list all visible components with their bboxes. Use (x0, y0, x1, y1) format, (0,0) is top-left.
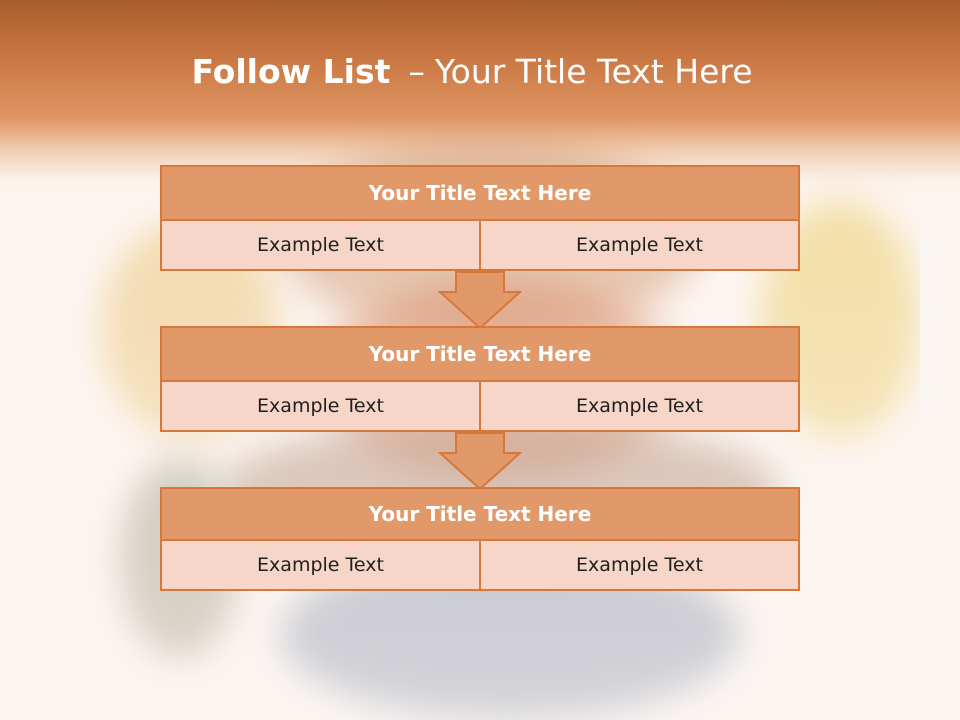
block-title: Your Title Text Here (160, 326, 800, 382)
block-row: Example Text Example Text (160, 221, 800, 271)
list-block-2: Your Title Text Here Example Text Exampl… (160, 326, 800, 432)
block-row: Example Text Example Text (160, 541, 800, 591)
block-row: Example Text Example Text (160, 382, 800, 432)
block-cell-left: Example Text (160, 382, 481, 432)
block-cell-left: Example Text (160, 541, 481, 591)
slide-title-rest: Your Title Text Here (434, 52, 753, 91)
block-cell-right: Example Text (481, 382, 800, 432)
down-arrow-icon (438, 432, 522, 491)
slide-title-bold: Follow List (191, 52, 391, 91)
list-block-3: Your Title Text Here Example Text Exampl… (160, 487, 800, 591)
block-title: Your Title Text Here (160, 165, 800, 221)
block-cell-right: Example Text (481, 221, 800, 271)
slide-title: Follow List–Your Title Text Here (0, 52, 944, 91)
block-title: Your Title Text Here (160, 487, 800, 541)
block-cell-left: Example Text (160, 221, 481, 271)
down-arrow-icon (438, 271, 522, 330)
list-block-1: Your Title Text Here Example Text Exampl… (160, 165, 800, 271)
slide-title-dash: – (408, 52, 425, 91)
block-cell-right: Example Text (481, 541, 800, 591)
